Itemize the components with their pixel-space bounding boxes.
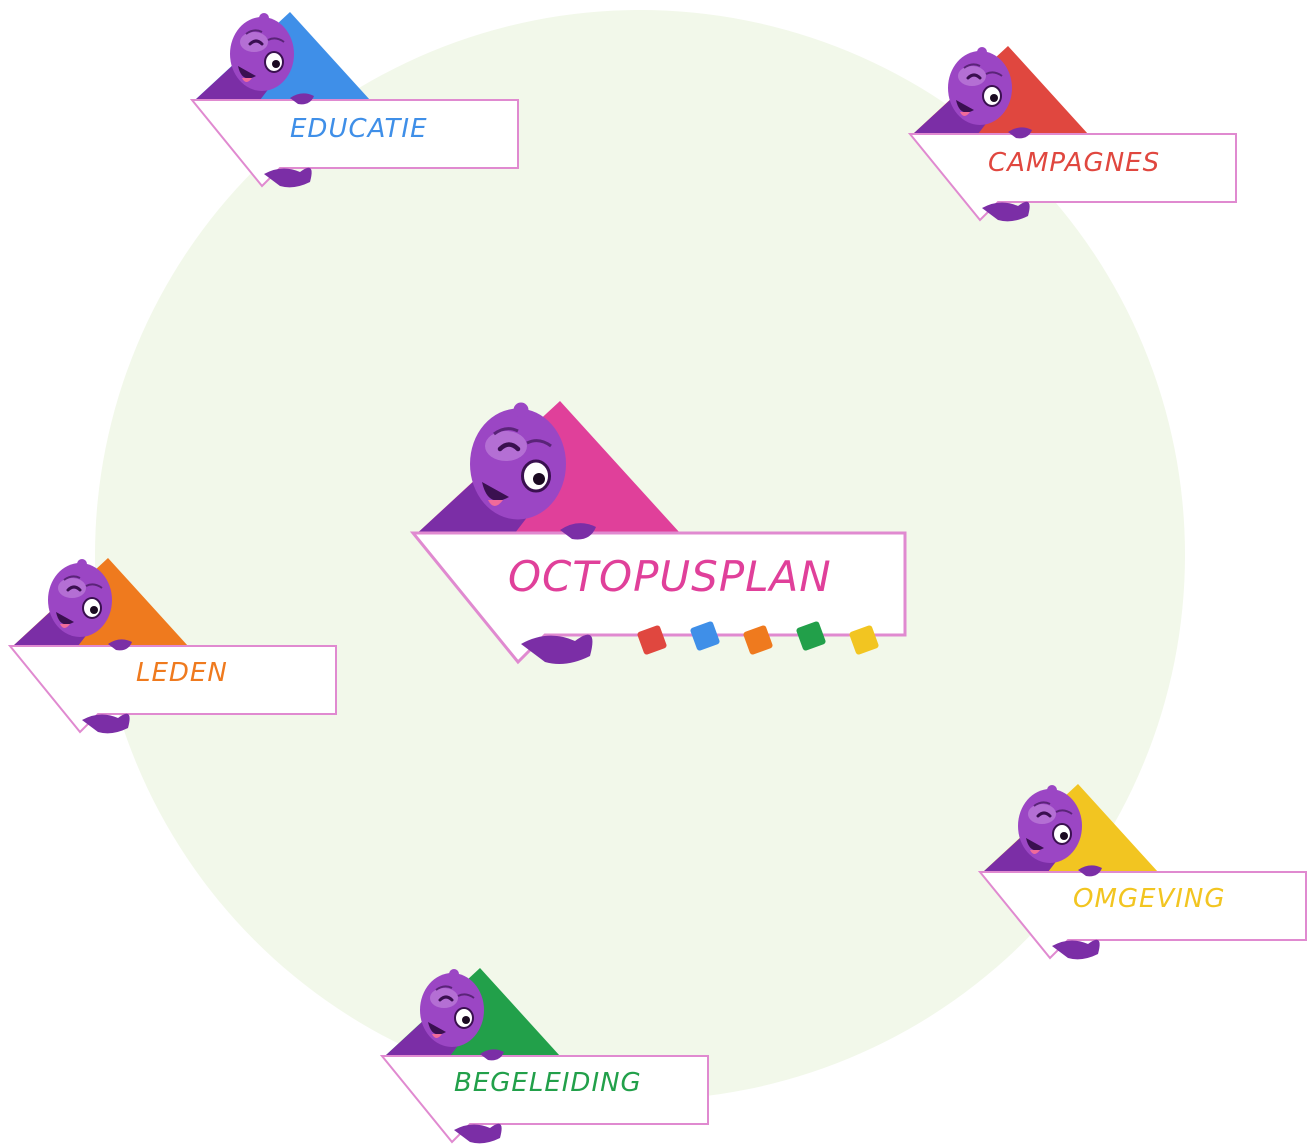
octopus-icon — [189, 12, 519, 188]
color-swatch — [848, 624, 880, 656]
color-swatch — [636, 624, 668, 656]
octopusplan-logo[interactable]: OCTOPUSPLAN — [409, 401, 910, 674]
menu-item-omgeving[interactable]: OMGEVING — [977, 784, 1310, 966]
color-swatch — [742, 624, 774, 656]
menu-item-label: BEGELEIDING — [454, 1068, 642, 1098]
menu-item-label: EDUCATIE — [290, 114, 428, 144]
logo-title: OCTOPUSPLAN — [508, 552, 832, 601]
octopus-icon — [977, 784, 1307, 960]
menu-item-begeleiding[interactable]: BEGELEIDING — [379, 968, 712, 1146]
menu-item-educatie[interactable]: EDUCATIE — [189, 12, 520, 194]
menu-item-label: OMGEVING — [1073, 884, 1226, 914]
color-swatch — [689, 620, 721, 652]
menu-item-label: LEDEN — [136, 658, 228, 688]
color-swatches — [636, 620, 880, 662]
menu-item-label: CAMPAGNES — [988, 148, 1161, 178]
octopus-icon — [907, 46, 1237, 222]
menu-item-campagnes[interactable]: CAMPAGNES — [907, 46, 1240, 228]
menu-item-leden[interactable]: LEDEN — [7, 558, 340, 740]
octopus-icon — [409, 401, 907, 665]
octopus-icon — [7, 558, 337, 734]
color-swatch — [795, 620, 827, 652]
octopus-icon — [379, 968, 709, 1144]
